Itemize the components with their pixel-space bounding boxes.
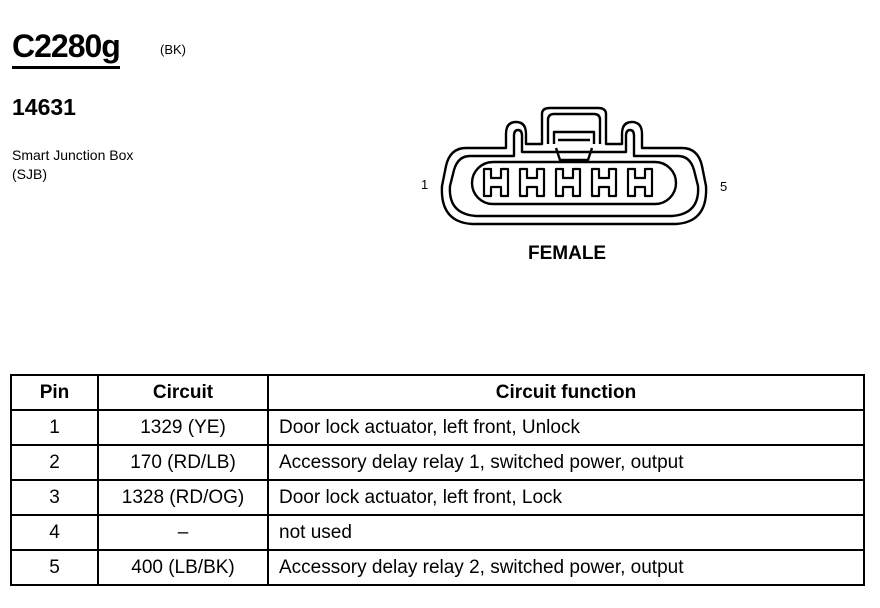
cell-pin: 4	[10, 514, 99, 551]
header-circuit: Circuit	[97, 374, 269, 411]
cell-pin: 2	[10, 444, 99, 481]
terminal-cavity	[626, 167, 654, 198]
connector-latch	[546, 112, 602, 144]
header-circuit-function: Circuit function	[267, 374, 865, 411]
component-description: Smart Junction Box (SJB)	[12, 146, 133, 184]
pinout-table: Pin Circuit Circuit function 1 1329 (YE)…	[10, 374, 865, 586]
cell-circuit: –	[97, 514, 269, 551]
connector-face-diagram	[440, 106, 708, 226]
cell-pin: 5	[10, 549, 99, 586]
table-row: 5 400 (LB/BK) Accessory delay relay 2, s…	[10, 549, 865, 586]
cell-pin: 3	[10, 479, 99, 516]
cell-function: Accessory delay relay 2, switched power,…	[267, 549, 865, 586]
part-number: 14631	[12, 94, 76, 120]
table-row: 2 170 (RD/LB) Accessory delay relay 1, s…	[10, 444, 865, 481]
pin-label-first: 1	[421, 177, 429, 192]
terminal-cavity	[554, 167, 582, 198]
pin-label-last: 5	[720, 179, 728, 194]
cell-function: not used	[267, 514, 865, 551]
header-pin: Pin	[10, 374, 99, 411]
cell-function: Door lock actuator, left front, Unlock	[267, 409, 865, 446]
terminal-cavity	[482, 167, 510, 198]
table-header-row: Pin Circuit Circuit function	[10, 374, 865, 411]
cavity-frame	[470, 160, 678, 206]
cell-pin: 1	[10, 409, 99, 446]
description-line-2: (SJB)	[12, 166, 47, 182]
table-row: 4 – not used	[10, 514, 865, 551]
connector-color-code: (BK)	[160, 42, 186, 57]
cell-function: Accessory delay relay 1, switched power,…	[267, 444, 865, 481]
cell-function: Door lock actuator, left front, Lock	[267, 479, 865, 516]
description-line-1: Smart Junction Box	[12, 147, 134, 163]
terminal-cavity	[518, 167, 546, 198]
table-row: 3 1328 (RD/OG) Door lock actuator, left …	[10, 479, 865, 516]
cell-circuit: 1329 (YE)	[97, 409, 269, 446]
table-row: 1 1329 (YE) Door lock actuator, left fro…	[10, 409, 865, 446]
connector-housing-outer	[440, 106, 708, 226]
cell-circuit: 1328 (RD/OG)	[97, 479, 269, 516]
terminal-cavity	[590, 167, 618, 198]
cavity-group	[482, 167, 654, 198]
connector-housing-inner	[448, 128, 700, 218]
connector-gender: FEMALE	[528, 243, 607, 264]
connector-id: C2280g	[12, 28, 121, 69]
cell-circuit: 400 (LB/BK)	[97, 549, 269, 586]
cell-circuit: 170 (RD/LB)	[97, 444, 269, 481]
